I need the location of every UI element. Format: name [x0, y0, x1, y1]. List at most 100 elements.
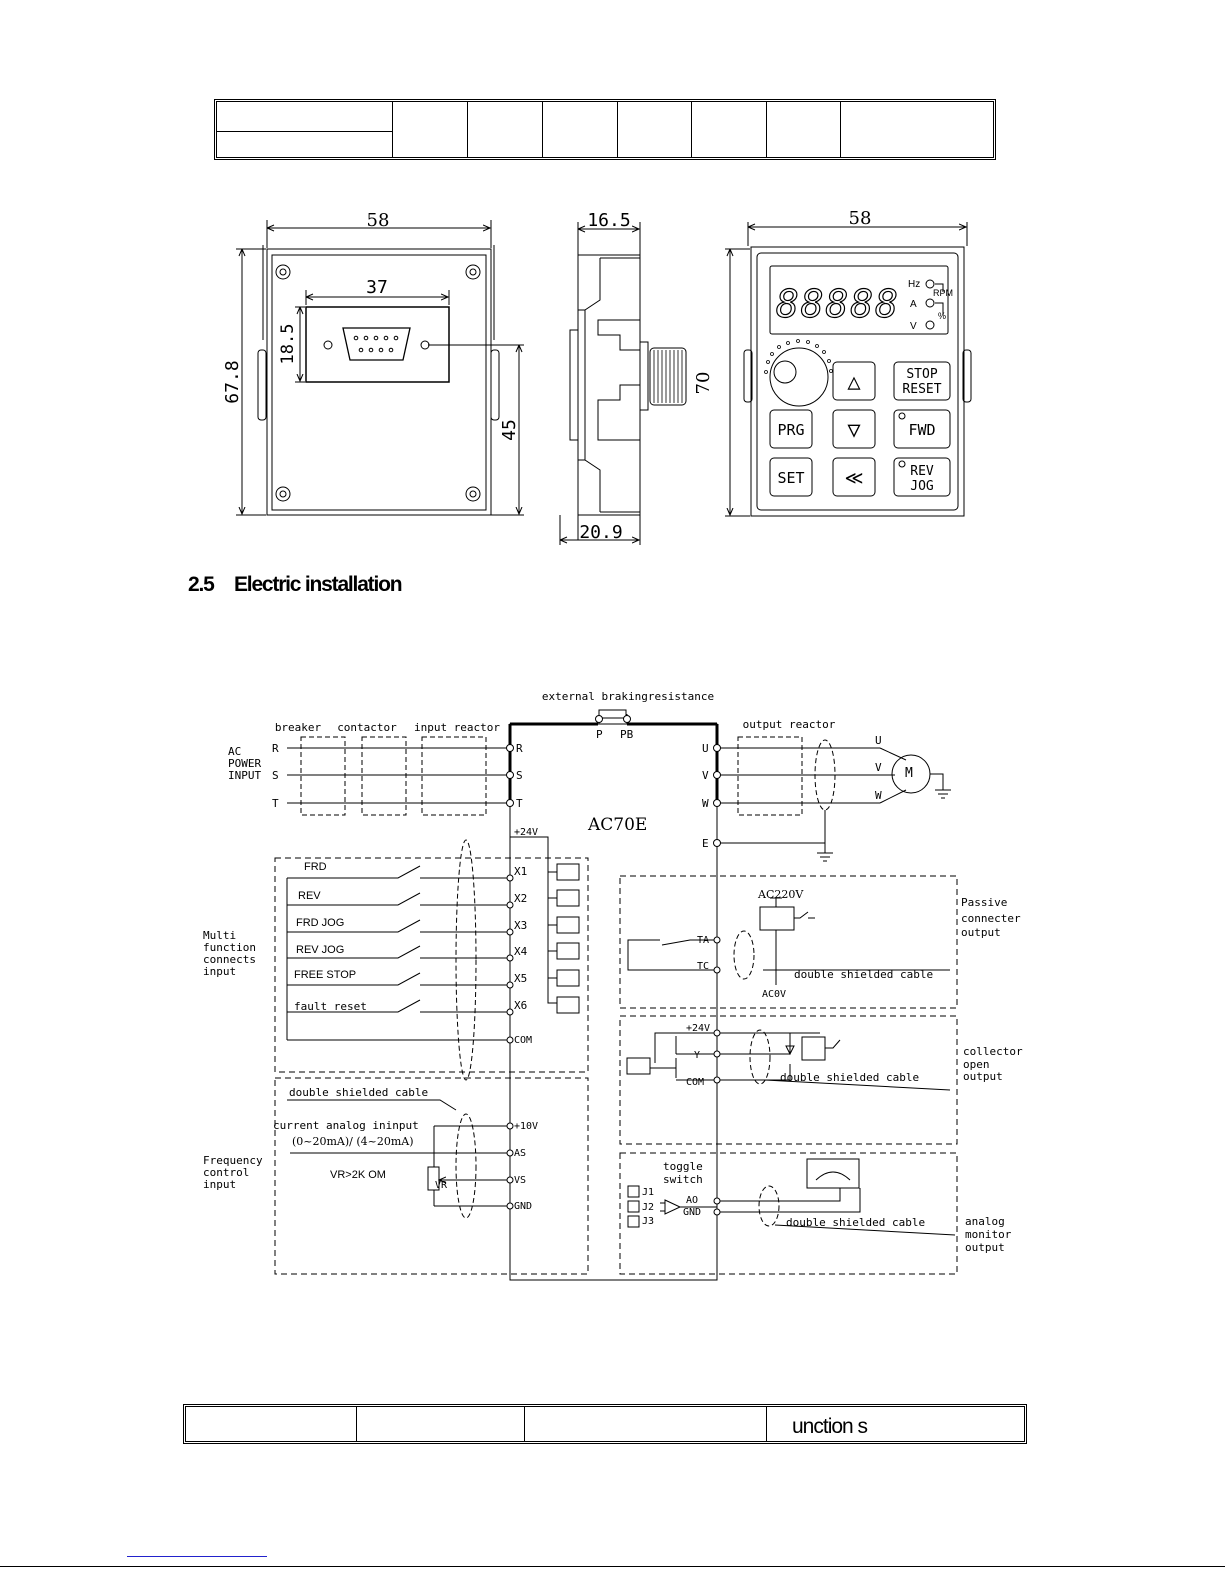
terminal-r: R: [516, 742, 523, 755]
terminal-s: S: [516, 769, 523, 782]
reset-key-label[interactable]: RESET: [902, 382, 941, 397]
front-view: [236, 220, 524, 516]
toggle-label-1: toggle: [663, 1160, 703, 1173]
ac220v-label: AC220V: [757, 888, 804, 901]
output-reactor-label: output reactor: [743, 718, 836, 731]
motor-line-w: W: [875, 789, 882, 802]
wiring-labels: external brakingresistance breaker conta…: [203, 690, 1023, 1254]
terminal-left-r: R: [272, 742, 279, 755]
input-label-frd: FRD: [304, 861, 327, 873]
indicator-v: V: [910, 321, 917, 332]
collector-24v-label: +24V: [686, 1023, 710, 1034]
header-table: [214, 99, 996, 160]
dim-side-bottom: 20.9: [579, 522, 622, 543]
terminal-as: AS: [514, 1148, 526, 1159]
terminal-w: W: [702, 797, 709, 810]
rev-key-label[interactable]: REV: [910, 464, 934, 479]
prg-key[interactable]: PRG: [777, 421, 804, 439]
terminal-t: T: [516, 797, 523, 810]
jumper-j2: J2: [642, 1202, 654, 1213]
collector-com-label: COM: [686, 1077, 704, 1088]
input-x1: X1: [514, 865, 527, 878]
terminal-dots: [506, 715, 721, 1216]
breaker-label: breaker: [275, 721, 322, 734]
multi-label-4: input: [203, 965, 236, 978]
analog-monitor-label-2: monitor: [965, 1228, 1012, 1241]
jumper-j1: J1: [642, 1187, 654, 1198]
passive-label-1: Passive: [961, 896, 1007, 909]
terminal-ao-gnd: GND: [683, 1207, 701, 1218]
footer-link-line: [127, 1556, 267, 1557]
terminal-plus10v: +10V: [514, 1121, 538, 1132]
ac-power-label-3: INPUT: [228, 769, 261, 782]
knob-dots: [764, 339, 833, 374]
set-key[interactable]: SET: [777, 469, 804, 487]
footer-table-cell: unction s: [792, 1415, 868, 1438]
terminal-y: Y: [694, 1050, 700, 1061]
dsc-label-1: double shielded cable: [794, 968, 933, 981]
input-x4: X4: [514, 945, 528, 958]
vr-note-label: VR>2K OM: [330, 1169, 386, 1181]
side-view: [559, 222, 687, 545]
freq-label-1: Frequency: [203, 1154, 263, 1167]
ac-power-label-1: AC: [228, 745, 241, 758]
input-label-free-stop: FREE STOP: [294, 969, 356, 981]
dsc-label-2: double shielded cable: [780, 1071, 919, 1084]
section-number: 2.5: [188, 573, 215, 596]
terminal-pb: PB: [620, 728, 634, 741]
dim-connector-width: 37: [366, 277, 388, 298]
input-label-fault-reset: fault reset: [294, 1000, 367, 1013]
freq-label-2: control: [203, 1166, 249, 1179]
terminal-gnd: GND: [514, 1201, 532, 1212]
indicator-a: A: [910, 299, 917, 310]
collector-label-3: output: [963, 1070, 1003, 1083]
down-key[interactable]: ▽: [847, 418, 861, 443]
braking-resistance-label: external brakingresistance: [542, 690, 714, 703]
footer-rule: [0, 1566, 1225, 1567]
current-analog-label: current analog ininput: [273, 1119, 419, 1132]
dsc-left-label: double shielded cable: [289, 1086, 428, 1099]
input-label-rev: REV: [298, 890, 321, 902]
terminal-p: P: [596, 728, 603, 741]
multi-label-1: Multi: [203, 929, 236, 942]
terminal-v: V: [702, 769, 709, 782]
current-range-label: (0~20mA)/ (4~20mA): [292, 1135, 414, 1148]
up-key[interactable]: △: [847, 370, 861, 395]
fwd-key[interactable]: FWD: [908, 421, 935, 439]
shift-key[interactable]: ≪: [845, 468, 864, 489]
motor-line-u: U: [875, 734, 882, 747]
freq-label-3: input: [203, 1178, 236, 1191]
dim-connector-height: 18.5: [278, 324, 298, 365]
jumper-j3: J3: [642, 1216, 654, 1227]
input-x2: X2: [514, 892, 527, 905]
motor-line-v: V: [875, 761, 882, 774]
jog-key-label[interactable]: JOG: [910, 479, 934, 494]
multi-label-2: function: [203, 941, 256, 954]
input-x3: X3: [514, 919, 527, 932]
section-title: Electric installation: [234, 573, 403, 596]
plus24v-label: +24V: [514, 827, 538, 838]
passive-label-3: output: [961, 926, 1001, 939]
input-x5: X5: [514, 972, 527, 985]
wiring-lines: [274, 709, 958, 1281]
input-reactor-label: input reactor: [414, 721, 500, 734]
dim-side-top: 16.5: [587, 210, 630, 231]
indicator-rpm: RPM: [933, 288, 953, 298]
vr-label: VR: [435, 1180, 448, 1191]
collector-label-2: open: [963, 1058, 990, 1071]
ac0v-label: AC0V: [762, 989, 786, 1000]
dim-panel-width: 58: [849, 208, 872, 229]
terminal-ao: AO: [686, 1195, 698, 1206]
motor-label: M: [905, 766, 913, 781]
panel-view: [725, 222, 972, 517]
dim-front-width: 58: [367, 210, 390, 231]
input-x6: X6: [514, 999, 527, 1012]
terminal-left-t: T: [272, 797, 279, 810]
stop-key-label[interactable]: STOP: [906, 367, 937, 382]
indicator-percent: %: [938, 311, 946, 321]
dim-front-height: 67.8: [222, 360, 243, 403]
dim-panel-height: 70: [693, 372, 714, 395]
com-label: COM: [514, 1035, 532, 1046]
model-label: AC70E: [587, 815, 647, 835]
